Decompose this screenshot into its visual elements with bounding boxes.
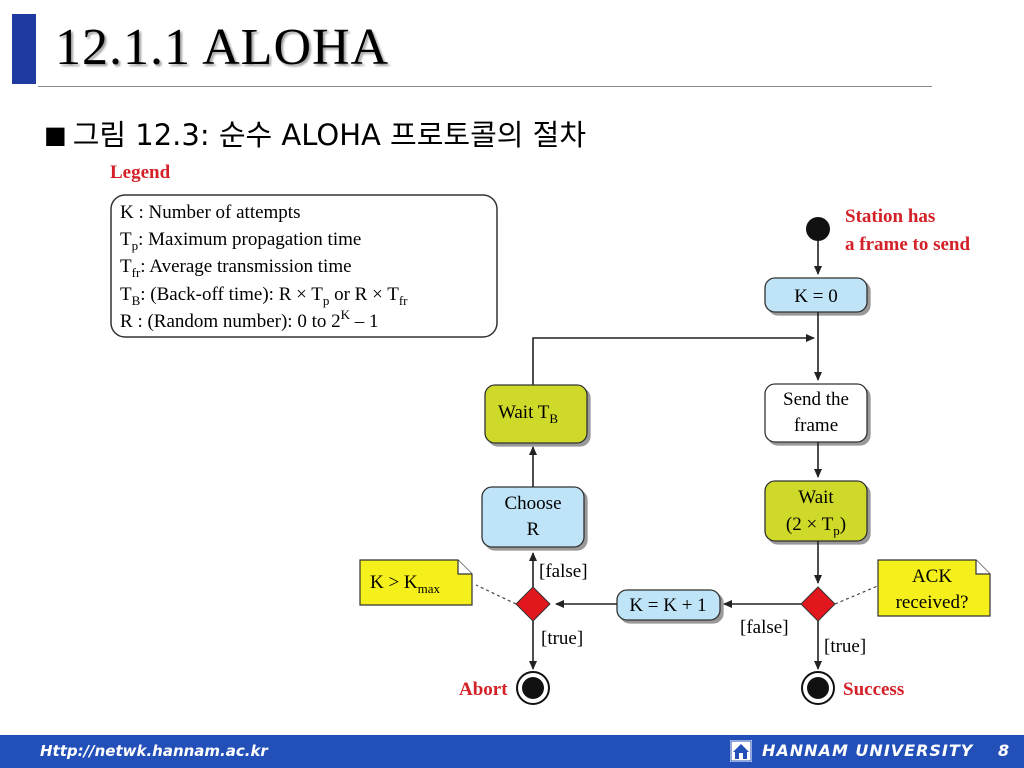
send-frame-box <box>764 383 868 443</box>
legend-line-tp: Tp: Maximum propagation time <box>120 229 361 253</box>
wait-tb-box <box>484 384 588 444</box>
k-init-label: K = 0 <box>794 286 837 307</box>
success-label: Success <box>843 679 904 700</box>
kmax-note-connector <box>475 584 517 605</box>
success-node-inner <box>807 677 829 699</box>
page-number: 8 <box>998 741 1010 760</box>
choose-r-line2: R <box>527 519 540 540</box>
legend-line-k: K : Number of attempts <box>120 202 300 223</box>
footer-bar: Http://netwk.hannam.ac.kr HANNAM UNIVERS… <box>0 735 1024 768</box>
arrow-loop-back <box>532 334 815 385</box>
ack-decision-diamond <box>800 586 836 622</box>
aloha-flowchart: Legend K : Number of attempts Tp: Maximu… <box>110 162 991 705</box>
wait-2tp-line2: (2 × Tp) <box>786 514 846 538</box>
legend-line-r: R : (Random number): 0 to 2K – 1 <box>120 307 379 332</box>
title-divider <box>38 86 932 87</box>
start-label-line2: a frame to send <box>845 234 970 255</box>
left-true-label: [true] <box>541 628 583 649</box>
start-node <box>806 217 830 241</box>
k-increment-box <box>616 589 721 621</box>
left-false-label: [false] <box>539 561 588 582</box>
wait-tb-label: Wait TB <box>498 402 558 426</box>
legend-line-tb: TB: (Back-off time): R × Tp or R × Tfr <box>120 284 408 308</box>
kmax-note-label: K > Kmax <box>370 572 441 596</box>
wait-2tp-line1: Wait <box>798 487 834 508</box>
subtitle-text: 그림 12.3: 순수 ALOHA 프로토콜의 절차 <box>72 118 587 152</box>
ack-note <box>877 559 991 617</box>
ack-note-fold <box>975 560 990 575</box>
kmax-decision-diamond <box>515 586 551 622</box>
send-frame-line1: Send the <box>783 389 849 410</box>
k-increment-label: K = K + 1 <box>629 595 706 616</box>
kmax-note-fold <box>457 560 472 575</box>
footer-url-link[interactable]: Http://netwk.hannam.ac.kr <box>40 742 268 760</box>
k-init-box <box>764 277 868 313</box>
footer-university: HANNAM UNIVERSITY <box>762 741 974 760</box>
ack-note-line1: ACK <box>912 566 952 587</box>
bullet-marker: ■ <box>44 121 67 149</box>
send-frame-line2: frame <box>794 415 838 436</box>
abort-label: Abort <box>459 679 508 700</box>
title-accent-bar <box>12 14 36 84</box>
wait-2tp-box <box>764 480 868 542</box>
start-label-line1: Station has <box>845 206 935 227</box>
legend-heading: Legend <box>110 162 171 183</box>
university-logo-icon <box>730 740 752 762</box>
legend-line-tfr: Tfr: Average transmission time <box>120 256 352 280</box>
kmax-note <box>359 559 473 606</box>
abort-node-inner <box>522 677 544 699</box>
right-false-label: [false] <box>740 617 789 638</box>
legend-lines: K : Number of attempts Tp: Maximum propa… <box>120 202 408 332</box>
ack-note-line2: received? <box>896 592 969 613</box>
ack-note-connector <box>834 584 881 605</box>
right-true-label: [true] <box>824 636 866 657</box>
slide-title: 12.1.1 ALOHA <box>55 19 390 76</box>
choose-r-line1: Choose <box>505 493 562 514</box>
legend-box <box>110 194 498 338</box>
slide-subtitle: ■그림 12.3: 순수 ALOHA 프로토콜의 절차 <box>44 112 586 154</box>
